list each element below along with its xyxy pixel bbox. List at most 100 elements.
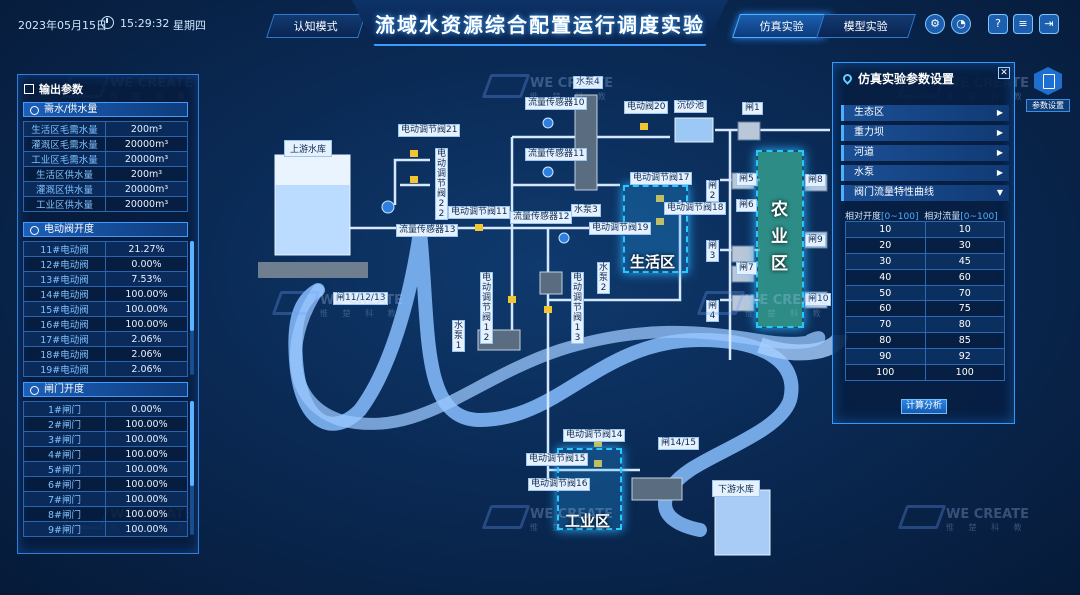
parameter-settings-label: 参数设置	[1026, 99, 1070, 112]
row-label: 9#闸门	[23, 521, 106, 537]
menu-item-pump[interactable]: 水泵▶	[841, 165, 1009, 181]
row-label: 18#电动阀	[23, 346, 106, 362]
relative-opening-cell[interactable]: 30	[845, 252, 926, 270]
row-value: 0.00%	[105, 401, 188, 417]
row-value: 20000m³	[105, 196, 188, 212]
zone-agri-char-1: 农	[771, 200, 788, 220]
menu-item-ecology[interactable]: 生态区▶	[841, 105, 1009, 121]
panel-header: 输出参数	[24, 81, 83, 97]
relative-opening-cell[interactable]: 80	[845, 332, 926, 350]
relative-opening-cell[interactable]: 70	[845, 316, 926, 334]
relative-flow-cell[interactable]: 100	[924, 364, 1005, 381]
gate8-label: 闸8	[805, 174, 826, 187]
simulation-parameters-panel: 仿真实验参数设置 ✕ 生态区▶ 重力坝▶ 河道▶ 水泵▶ 阀门流量特性曲线▼ 相…	[832, 62, 1015, 424]
relative-opening-cell[interactable]: 90	[845, 348, 926, 366]
row-label: 6#闸门	[23, 476, 106, 492]
reg19-label: 电动调节阀19	[589, 222, 652, 235]
date-display: 2023年05月15日	[18, 19, 107, 32]
relative-flow-cell[interactable]: 10	[924, 221, 1005, 238]
row-value: 20000m³	[105, 151, 188, 167]
row-value: 0.00%	[105, 256, 188, 272]
section-gate-opening[interactable]: 闸门开度	[23, 382, 188, 397]
gate3-label: 闸3	[706, 240, 719, 262]
reg12-label: 电动调节阀12	[480, 272, 493, 344]
relative-flow-cell[interactable]: 30	[924, 236, 1005, 254]
gate4-label: 闸4	[706, 300, 719, 322]
relative-flow-cell[interactable]: 80	[924, 316, 1005, 334]
pump1-label: 水泵1	[452, 320, 465, 352]
gate-scrollbar[interactable]	[190, 401, 194, 535]
relative-flow-cell[interactable]: 92	[924, 348, 1005, 366]
page-title: 流域水资源综合配置运行调度实验	[375, 13, 705, 37]
help-icon[interactable]: ?	[988, 14, 1008, 34]
zone-industry-label: 工业区	[565, 512, 611, 530]
relative-opening-cell[interactable]: 100	[845, 364, 926, 381]
gate5-label: 闸5	[736, 173, 757, 186]
sediment-basin-label: 沉砂池	[674, 100, 708, 113]
row-label: 灌溉区毛需水量	[23, 136, 106, 152]
row-label: 7#闸门	[23, 491, 106, 507]
panel-title: 仿真实验参数设置	[841, 70, 954, 87]
title-plate	[352, 0, 728, 46]
flow13-label: 流量传感器13	[396, 224, 459, 237]
settings-icon[interactable]: ⚙	[925, 14, 945, 34]
pump2-label: 水泵2	[597, 262, 610, 294]
row-label: 13#电动阀	[23, 271, 106, 287]
menu-item-gravity-dam[interactable]: 重力坝▶	[841, 125, 1009, 141]
row-label: 15#电动阀	[23, 301, 106, 317]
row-value: 2.06%	[105, 346, 188, 362]
zone-agriculture[interactable]	[756, 150, 804, 328]
relative-flow-cell[interactable]: 75	[924, 300, 1005, 318]
parameter-settings-button[interactable]: 参数设置	[1026, 67, 1070, 117]
model-mode-button[interactable]: 模型实验	[816, 14, 916, 38]
document-icon[interactable]: ≡	[1013, 14, 1033, 34]
menu-item-valve-curve[interactable]: 阀门流量特性曲线▼	[841, 185, 1009, 201]
row-value: 100.00%	[105, 416, 188, 432]
reg16-label: 电动调节阀16	[528, 478, 591, 491]
menu-item-river[interactable]: 河道▶	[841, 145, 1009, 161]
row-label: 11#电动阀	[23, 241, 106, 257]
row-label: 2#闸门	[23, 416, 106, 432]
relative-opening-cell[interactable]: 10	[845, 221, 926, 238]
row-value: 21.27%	[105, 241, 188, 257]
relative-opening-cell[interactable]: 60	[845, 300, 926, 318]
close-icon[interactable]: ✕	[998, 67, 1010, 79]
relative-flow-cell[interactable]: 70	[924, 284, 1005, 302]
downstream-reservoir-label: 下游水库	[712, 480, 761, 497]
row-value: 100.00%	[105, 316, 188, 332]
relative-opening-cell[interactable]: 50	[845, 284, 926, 302]
valve-scrollbar[interactable]	[190, 241, 194, 375]
relative-flow-cell[interactable]: 60	[924, 268, 1005, 286]
calculate-button[interactable]: 计算分析	[901, 399, 947, 414]
row-value: 100.00%	[105, 461, 188, 477]
section-demand-supply[interactable]: 需水/供水量	[23, 102, 188, 117]
row-label: 5#闸门	[23, 461, 106, 477]
flow11-label: 流量传感器11	[525, 148, 588, 161]
zone-life-label: 生活区	[630, 253, 676, 271]
exit-icon[interactable]: ⇥	[1039, 14, 1059, 34]
reg21-label: 电动调节阀21	[398, 124, 461, 137]
section-valve-opening[interactable]: 电动阀开度	[23, 222, 188, 237]
relative-opening-cell[interactable]: 20	[845, 236, 926, 254]
zone-agri-char-3: 区	[771, 254, 788, 274]
reg11-label: 电动调节阀11	[448, 206, 511, 219]
cognitive-mode-button[interactable]: 认知模式	[266, 14, 366, 38]
relative-flow-cell[interactable]: 45	[924, 252, 1005, 270]
gate10-label: 闸10	[805, 293, 832, 306]
relative-opening-cell[interactable]: 40	[845, 268, 926, 286]
row-value: 100.00%	[105, 431, 188, 447]
dashboard-icon[interactable]: ◔	[951, 14, 971, 34]
relative-flow-cell[interactable]: 85	[924, 332, 1005, 350]
reg17-label: 电动调节阀17	[630, 172, 693, 185]
